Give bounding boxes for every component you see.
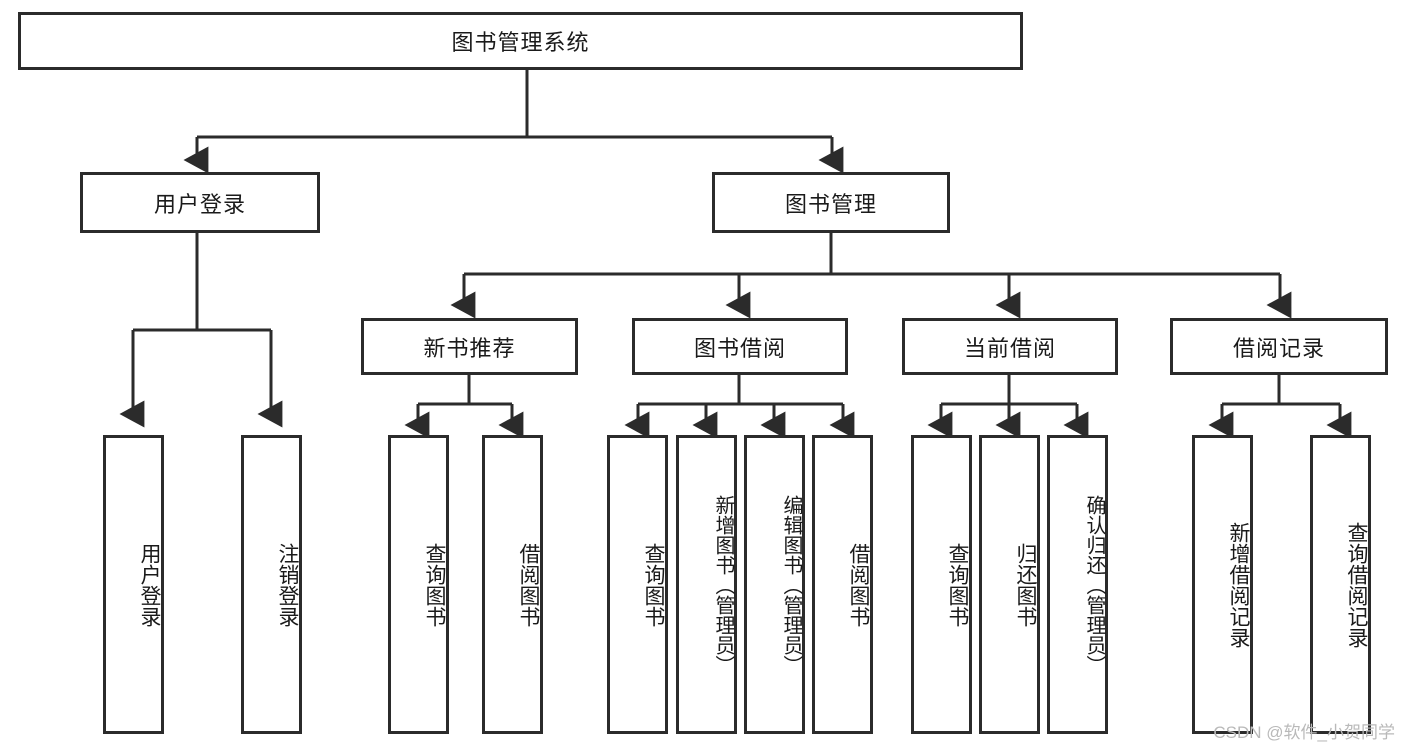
leaf-confirm-return-label: 确认归还（管理员）	[1083, 494, 1105, 675]
node-book-borrow-label: 图书借阅	[693, 335, 786, 361]
leaf-borrow-book-1-label: 借阅图书	[517, 542, 540, 627]
leaf-edit-book-label: 编辑图书（管理员）	[780, 494, 802, 675]
node-user-login-label: 用户登录	[153, 191, 246, 217]
leaf-query-book-3-label: 查询图书	[946, 542, 969, 627]
leaf-user-login-label: 用户登录	[138, 542, 161, 627]
node-current-borrow[interactable]: 当前借阅	[902, 318, 1118, 375]
leaf-query-book-2-label: 查询图书	[642, 542, 665, 627]
node-root-label: 图书管理系统	[451, 30, 590, 55]
node-borrow-record-label: 借阅记录	[1232, 335, 1325, 361]
leaf-query-book-2[interactable]: 查询图书	[607, 435, 668, 734]
node-book-manage[interactable]: 图书管理	[712, 172, 950, 233]
leaf-query-record[interactable]: 查询借阅记录	[1310, 435, 1371, 734]
leaf-add-record-label: 新增借阅记录	[1227, 521, 1250, 648]
leaf-query-book-1-label: 查询图书	[423, 542, 446, 627]
node-new-book-recommend[interactable]: 新书推荐	[361, 318, 578, 375]
leaf-query-record-label: 查询借阅记录	[1345, 521, 1368, 648]
leaf-borrow-book-2[interactable]: 借阅图书	[812, 435, 873, 734]
node-book-borrow[interactable]: 图书借阅	[632, 318, 848, 375]
leaf-return-book[interactable]: 归还图书	[979, 435, 1040, 734]
node-book-manage-label: 图书管理	[784, 191, 877, 217]
node-new-book-recommend-label: 新书推荐	[423, 335, 516, 361]
leaf-borrow-book-2-label: 借阅图书	[847, 542, 870, 627]
leaf-borrow-book-1[interactable]: 借阅图书	[482, 435, 543, 734]
leaf-confirm-return[interactable]: 确认归还（管理员）	[1047, 435, 1108, 734]
csdn-watermark: CSDN @软件_小贺同学	[1213, 723, 1395, 742]
leaf-add-record[interactable]: 新增借阅记录	[1192, 435, 1253, 734]
leaf-user-login[interactable]: 用户登录	[103, 435, 164, 734]
leaf-add-book[interactable]: 新增图书（管理员）	[676, 435, 737, 734]
leaf-return-book-label: 归还图书	[1014, 542, 1037, 627]
leaf-query-book-1[interactable]: 查询图书	[388, 435, 449, 734]
node-current-borrow-label: 当前借阅	[963, 335, 1056, 361]
leaf-add-book-label: 新增图书（管理员）	[712, 494, 734, 675]
leaf-logout-login-label: 注销登录	[276, 542, 299, 627]
leaf-edit-book[interactable]: 编辑图书（管理员）	[744, 435, 805, 734]
leaf-query-book-3[interactable]: 查询图书	[911, 435, 972, 734]
node-root[interactable]: 图书管理系统	[18, 12, 1023, 70]
node-user-login[interactable]: 用户登录	[80, 172, 320, 233]
node-borrow-record[interactable]: 借阅记录	[1170, 318, 1388, 375]
leaf-logout-login[interactable]: 注销登录	[241, 435, 302, 734]
